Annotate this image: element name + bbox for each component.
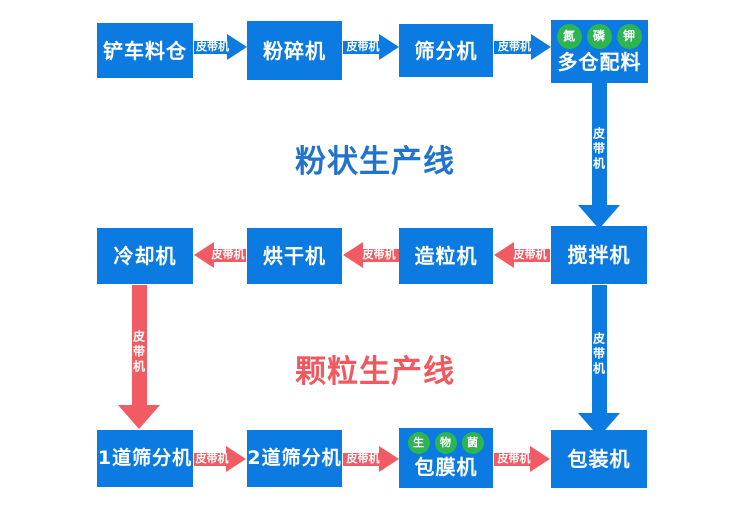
node-label: 1道筛分机 [97, 447, 193, 470]
arrow-head-icon [118, 405, 160, 429]
node-label: 冷却机 [113, 244, 177, 268]
arrow-shaft [343, 452, 379, 466]
conveyor-label: 皮带机 [591, 332, 606, 378]
arrow-shaft [343, 40, 379, 54]
arrow-head-icon [194, 242, 214, 268]
arrow-head-icon [578, 205, 620, 229]
arrow-shaft [591, 285, 607, 413]
arrow-head-icon [530, 446, 550, 472]
nitrogen-badge: 氮 [557, 24, 582, 49]
conveyor-label: 皮带机 [362, 248, 396, 261]
conveyor-arrow-right-icon: 皮带机 [194, 446, 246, 472]
conveyor-label: 皮带机 [195, 452, 229, 465]
bio-badge-2: 物 [435, 432, 457, 454]
node-label: 烘干机 [263, 244, 326, 268]
bio-badge-1: 生 [408, 432, 430, 454]
arrow-head-icon [226, 446, 246, 472]
arrow-shaft [194, 452, 226, 466]
potassium-badge: 钾 [617, 24, 642, 49]
conveyor-label: 皮带机 [498, 40, 531, 53]
conveyor-arrow-down-icon: 皮带机 [577, 81, 621, 229]
node-screening-stage2: 2道筛分机 [247, 430, 342, 487]
bio-badges: 生 物 菌 [408, 432, 484, 454]
node-screening-machine: 筛分机 [399, 24, 493, 77]
node-drying-machine: 烘干机 [247, 228, 342, 284]
conveyor-label: 皮带机 [591, 126, 606, 172]
node-label: 多仓配料 [557, 50, 642, 74]
conveyor-arrow-down-icon: 皮带机 [117, 285, 161, 429]
arrow-shaft [494, 40, 531, 54]
conveyor-arrow-right-icon: 皮带机 [194, 34, 247, 60]
conveyor-label: 皮带机 [513, 248, 547, 261]
conveyor-arrow-right-icon: 皮带机 [494, 446, 550, 472]
node-packing-machine: 包装机 [551, 430, 647, 488]
arrow-shaft [194, 40, 227, 54]
node-label: 搅拌机 [567, 243, 631, 267]
arrow-head-icon [227, 34, 247, 60]
node-label: 包装机 [567, 447, 631, 471]
conveyor-arrow-left-icon: 皮带机 [194, 242, 246, 268]
node-label: 包膜机 [414, 455, 478, 479]
conveyor-arrow-right-icon: 皮带机 [343, 34, 399, 60]
arrow-shaft [494, 452, 530, 466]
node-cooling-machine: 冷却机 [97, 228, 193, 284]
arrow-shaft [514, 248, 550, 262]
conveyor-arrow-left-icon: 皮带机 [494, 242, 550, 268]
node-screening-stage1: 1道筛分机 [97, 430, 193, 487]
conveyor-label: 皮带机 [211, 248, 245, 261]
node-label: 造粒机 [414, 244, 478, 268]
conveyor-label: 皮带机 [131, 329, 146, 375]
node-crusher: 粉碎机 [247, 21, 342, 80]
arrow-head-icon [379, 446, 399, 472]
arrow-head-icon [494, 242, 514, 268]
node-label: 铲车料仓 [103, 38, 187, 63]
arrow-head-icon [379, 34, 399, 60]
node-loader-hopper: 铲车料仓 [97, 23, 193, 78]
node-label: 筛分机 [414, 38, 478, 63]
arrow-shaft [363, 248, 399, 262]
conveyor-label: 皮带机 [497, 452, 531, 465]
conveyor-arrow-left-icon: 皮带机 [343, 242, 399, 268]
granule-line-title: 颗粒生产线 [295, 354, 455, 390]
conveyor-label: 皮带机 [346, 40, 380, 53]
arrow-shaft [591, 81, 607, 205]
arrow-head-icon [531, 34, 551, 60]
arrow-shaft [214, 248, 246, 262]
node-coating-machine: 生 物 菌 包膜机 [399, 428, 493, 488]
bio-badge-3: 菌 [462, 432, 484, 454]
conveyor-label: 皮带机 [196, 40, 229, 53]
node-label: 2道筛分机 [247, 447, 342, 470]
node-mixer: 搅拌机 [551, 226, 647, 284]
phosphorus-badge: 磷 [587, 24, 612, 49]
conveyor-arrow-right-icon: 皮带机 [494, 34, 551, 60]
node-multi-bin-batching: 氮 磷 钾 多仓配料 [551, 20, 648, 83]
node-label: 粉碎机 [263, 38, 326, 63]
node-granulator: 造粒机 [399, 228, 493, 284]
arrow-head-icon [343, 242, 363, 268]
conveyor-label: 皮带机 [346, 452, 380, 465]
npk-badges: 氮 磷 钾 [557, 24, 642, 49]
powder-line-title: 粉状生产线 [295, 144, 455, 180]
conveyor-arrow-right-icon: 皮带机 [343, 446, 399, 472]
arrow-shaft [131, 285, 147, 405]
